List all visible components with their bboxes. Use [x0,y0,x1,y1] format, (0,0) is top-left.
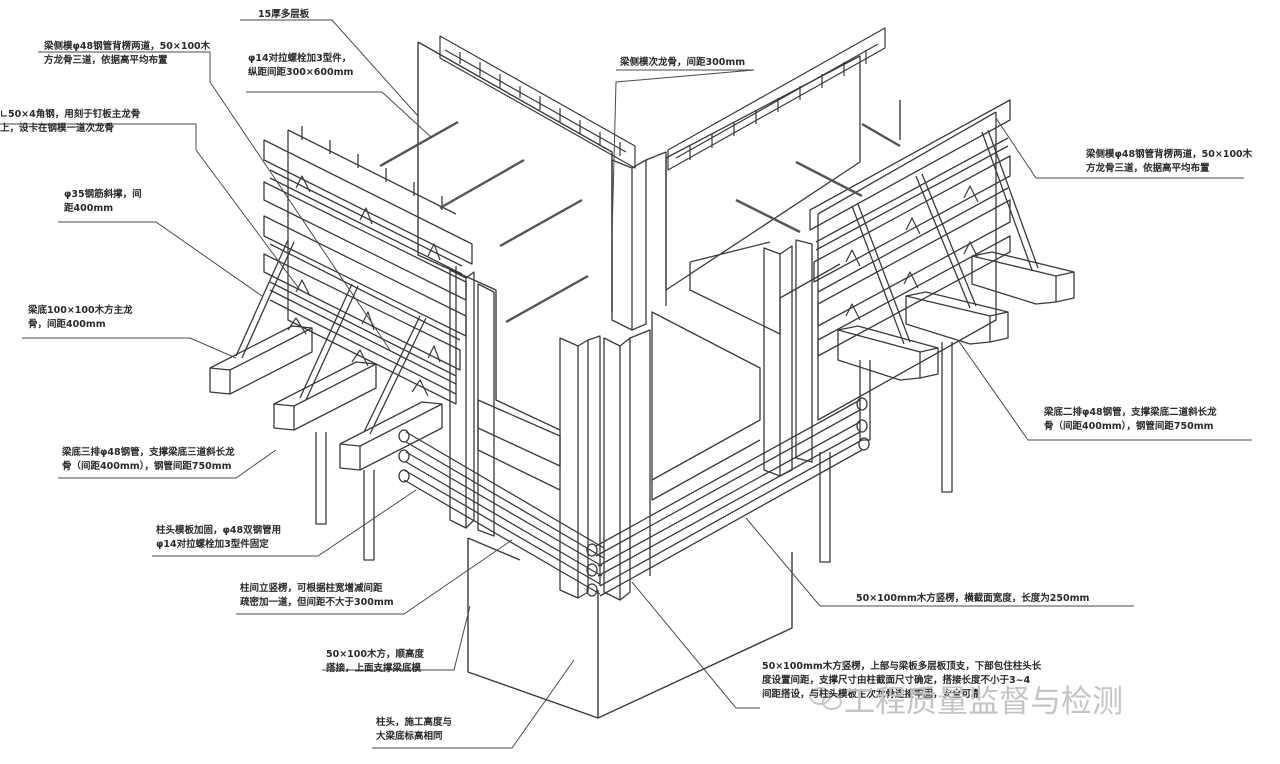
column-stem [467,537,793,719]
right-timbers [837,251,1075,381]
label-brace-line1: φ35钢筋斜撑，间 [64,189,142,200]
leader-lines [0,19,1252,749]
label-right-support-line1: 梁底二排φ48钢管，支撑梁底二道斜长龙 [1044,407,1217,418]
label-col-head: 柱头，施工高度与 大梁底标高相同 [376,716,452,744]
label-beam-side-left-line1: 梁侧模φ48钢管背楞两道，50×100木 [44,41,211,52]
watermark: 工程质量监督与检测 [808,676,1123,721]
label-col-vertical-line2: 疏密加一道，但间距不大于300mm [240,597,394,608]
label-right-support-line2: 骨（间距400mm），钢管间距750mm [1044,421,1214,432]
left-column-battens [449,269,495,537]
label-wood-brace: 50×100mm木方竖楞，横截面宽度，长度为250mm [856,593,1090,604]
label-beam-side-right: 梁侧模φ48钢管背楞两道，50×100木 方龙骨三道，依据高平均布置 [1086,148,1252,176]
label-top-left-line1: 梁底三排φ48钢管，支撑梁底三道斜长龙 [62,447,235,458]
label-beam-side-right-line1: 梁侧模φ48钢管背楞两道，50×100木 [1086,149,1253,160]
label-bolt-line1: φ14对拉螺栓加3型件， [248,53,352,64]
label-steel-angle-line2: 上，设卡在钢模一道次龙骨 [0,123,115,134]
label-beam-side-left-line2: 方龙骨三道，依据高平均布置 [44,55,168,66]
label-bolt-line2: 纵距间距300×600mm [248,67,354,78]
left-beam-side-panel [287,126,457,405]
label-plywood: 15厚多层板 [258,9,310,20]
label-bottom-main-line2: 度设置间距，支撑尺寸由柱截面尺寸确定，搭接长度不小于3~4 [762,675,1031,686]
left-timbers [209,325,443,471]
label-col-timber-line2: 搭接，上面支撑梁底模 [326,663,422,674]
foreground-tubes [398,397,870,597]
label-bottom-main-line3: 间距搭设，与柱头模板主次龙骨连接牢固，安全可靠 [762,689,981,700]
label-col-vertical-line1: 柱间立竖楞，可根据柱宽增减间距 [240,583,383,594]
label-bottom-main-line1: 50×100mm木方竖楞，上部与梁板多层板顶支，下部包住柱头长 [762,661,1042,672]
label-steel-angle-line1: ∟50×4角钢，用刻于钉板主龙骨 [0,109,141,120]
label-beam-side-right-line2: 方龙骨三道，依据高平均布置 [1086,163,1210,174]
inner-corner-posts [611,151,667,331]
label-col-head-line2: 大梁底标高相同 [376,731,443,742]
label-col-timber: 50×100木方，顺高度 搭接，上面支撑梁底模 [326,648,424,676]
label-bottom-timber-line1: 梁底100×100木方主龙 [28,305,133,316]
label-top-left-line2: 骨（间距400mm），钢管间距750mm [62,461,232,472]
label-bottom-timber-line2: 骨，间距400mm [28,319,106,330]
label-col-hoop-line1: 柱头模板加固，φ48双钢管用 [156,525,282,536]
label-col-vertical: 柱间立竖楞，可根据柱宽增减间距 疏密加一道，但间距不大于300mm [240,582,394,610]
label-inner-beam: 梁侧模次龙骨，间距300mm [620,57,746,68]
label-col-hoop: 柱头模板加固，φ48双钢管用 φ14对拉螺栓加3型件固定 [156,524,281,552]
right-diagonal-braces [851,129,1039,345]
watermark-text: 工程质量监督与检测 [844,684,1123,720]
front-corner-battens [559,329,651,601]
label-brace: φ35钢筋斜撑，间 距400mm [64,188,142,216]
label-bolt: φ14对拉螺栓加3型件， 纵距间距300×600mm [248,52,353,80]
right-wales [809,99,1011,357]
watermark-icon [809,687,842,710]
tie-rods [379,120,901,324]
label-brace-line2: 距400mm [64,203,114,214]
label-steel-angle: ∟50×4角钢，用刻于钉板主龙骨 上，设卡在钢模一道次龙骨 [0,108,140,136]
label-beam-side-left: 梁侧模φ48钢管背楞两道，50×100木 方龙骨三道，依据高平均布置 [44,40,210,68]
label-bottom-timber: 梁底100×100木方主龙 骨，间距400mm [28,304,133,332]
right-clamps [845,185,979,321]
left-props [315,432,375,561]
label-right-support: 梁底二排φ48钢管，支撑梁底二道斜长龙 骨（间距400mm），钢管间距750mm [1044,406,1217,434]
left-diagonal-braces [235,239,427,435]
label-top-left: 梁底三排φ48钢管，支撑梁底三道斜长龙 骨（间距400mm），钢管间距750mm [62,446,235,474]
back-joist-frame-left [439,35,636,169]
label-col-timber-line1: 50×100木方，顺高度 [326,649,425,660]
label-bottom-main: 50×100mm木方竖楞，上部与梁板多层板顶支，下部包住柱头长 度设置间距，支撑… [762,660,1041,702]
label-col-head-line1: 柱头，施工高度与 [376,717,453,728]
label-col-hoop-line2: φ14对拉螺栓加3型件固定 [156,539,269,550]
back-joist-frame-right [667,27,886,171]
watermark-icon-spacer [808,687,836,711]
